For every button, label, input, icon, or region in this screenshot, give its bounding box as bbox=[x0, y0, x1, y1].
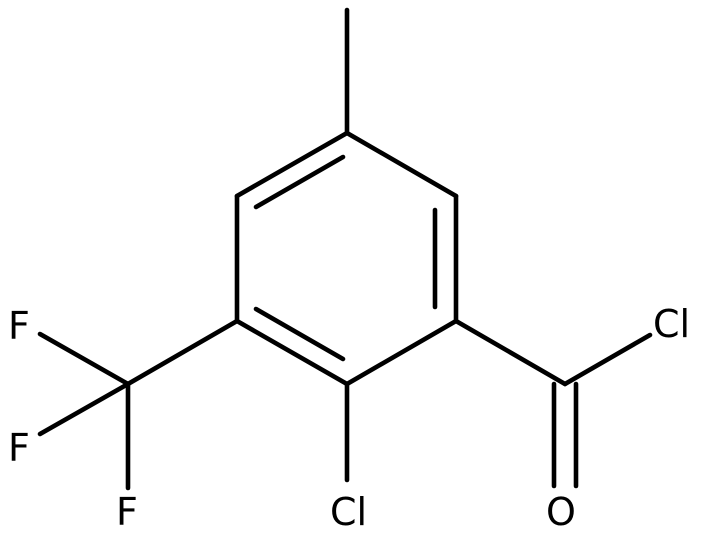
bond-c-f-middle bbox=[37, 381, 131, 437]
bond-ring-c4-c5 bbox=[344, 318, 459, 387]
bond-ring-c3-c4-inner bbox=[253, 306, 346, 362]
bond-ring-cf3 bbox=[125, 318, 240, 387]
bond-ring-c1-c2 bbox=[234, 130, 350, 199]
bond-ring-c3-c4 bbox=[234, 318, 350, 387]
bond-ring-c6-c1 bbox=[344, 130, 459, 199]
atom-label-o-carbonyl: O bbox=[546, 490, 576, 534]
atom-label-f-top: F bbox=[8, 304, 30, 348]
bond-ring-c1-c2-inner bbox=[253, 154, 346, 210]
bond-ring-carbonyl bbox=[453, 318, 568, 387]
atom-label-cl-acyl: Cl bbox=[653, 302, 690, 346]
bond-c-f-top bbox=[37, 331, 131, 387]
atom-label-f-bottom: F bbox=[116, 490, 138, 534]
atom-label-f-middle: F bbox=[8, 426, 30, 470]
atom-label-cl-ring: Cl bbox=[330, 490, 367, 534]
bond-carbonyl-cl bbox=[562, 332, 653, 387]
